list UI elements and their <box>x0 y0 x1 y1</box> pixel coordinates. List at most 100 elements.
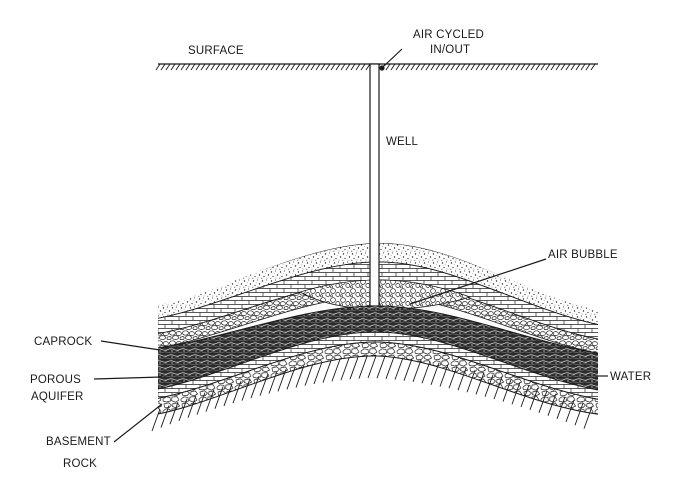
surface-hatch-mark <box>225 63 231 71</box>
surface-hatch-mark <box>430 63 436 71</box>
basement-hatch-mark <box>403 358 413 381</box>
basement-hatch-mark <box>376 356 386 379</box>
surface-hatch-mark <box>195 63 201 71</box>
basement-hatch-mark <box>304 363 314 386</box>
basement-hatch-mark <box>259 373 269 396</box>
surface-hatch-mark <box>465 63 471 71</box>
surface-hatch-mark <box>420 63 426 71</box>
surface-hatch-mark <box>415 63 421 71</box>
surface-hatch-mark <box>330 63 336 71</box>
surface-hatch-mark <box>470 63 476 71</box>
basement-hatch-mark <box>331 359 341 382</box>
surface-hatch-mark <box>320 63 326 71</box>
basement-hatch-mark <box>340 357 350 381</box>
air-cycled-leader <box>383 48 403 67</box>
surface-hatch-mark <box>495 63 501 71</box>
surface-hatch-mark <box>410 63 416 71</box>
surface-hatch-mark <box>335 63 341 71</box>
basement-hatch-mark <box>358 356 368 379</box>
basement-hatch-mark <box>457 368 467 391</box>
basement-hatch-mark <box>448 366 458 389</box>
surface-hatch-mark <box>395 63 401 71</box>
surface-hatch-mark <box>345 63 351 71</box>
well-bore <box>369 63 385 307</box>
basement-hatch-mark <box>439 364 449 387</box>
surface-hatch-mark <box>175 63 181 71</box>
surface-hatch-mark <box>550 63 556 71</box>
basement-hatch-mark <box>151 408 161 432</box>
surface-hatch-mark <box>515 63 521 71</box>
basement-hatch-mark <box>223 383 233 407</box>
basement-hatch-mark <box>556 396 566 419</box>
air-bubble-label: AIR BUBBLE <box>548 249 618 261</box>
surface-hatch-mark <box>590 63 596 71</box>
basement-hatch-mark <box>466 370 476 393</box>
basement-hatch-mark <box>169 402 179 425</box>
basement-hatch-mark <box>493 376 503 400</box>
surface-hatch-mark <box>310 63 316 71</box>
basement-hatch-mark <box>196 392 206 415</box>
basement-hatch-mark <box>241 378 251 401</box>
surface-hatch-mark <box>260 63 266 71</box>
porous-aquifer-leader <box>93 376 163 380</box>
surface-hatch-mark <box>165 63 171 71</box>
surface-hatch-mark <box>350 63 356 71</box>
air-cycled-label: AIR CYCLED <box>413 29 484 41</box>
surface-hatch-mark <box>355 63 361 71</box>
surface-hatch-mark <box>445 63 451 71</box>
surface-hatch-mark <box>440 63 446 71</box>
porous-label: POROUS <box>30 374 81 386</box>
surface-hatching <box>155 63 596 71</box>
basement-hatch-mark <box>484 374 494 397</box>
basement-hatch-mark <box>349 357 359 380</box>
basement-hatch-mark <box>367 355 377 379</box>
surface-hatch-mark <box>340 63 346 71</box>
surface-hatch-mark <box>270 63 276 71</box>
surface-hatch-mark <box>240 63 246 71</box>
basement-hatch-mark <box>520 384 530 408</box>
surface-hatch-mark <box>300 63 306 71</box>
surface-hatch-mark <box>285 63 291 71</box>
basement-hatch-mark <box>538 390 548 413</box>
basement-hatch-mark <box>565 399 575 423</box>
surface-hatch-mark <box>560 63 566 71</box>
surface-hatch-mark <box>510 63 516 71</box>
surface-hatch-mark <box>555 63 561 71</box>
surface-hatch-mark <box>265 63 271 71</box>
basement-hatch-mark <box>547 393 557 416</box>
surface-hatch-mark <box>155 63 161 71</box>
surface-hatch-mark <box>475 63 481 71</box>
aquifer-label: AQUIFER <box>31 391 84 403</box>
basement-hatch-mark <box>313 361 323 385</box>
basement-hatch-mark <box>421 361 431 384</box>
surface-hatch-mark <box>200 63 206 71</box>
surface-hatch-mark <box>220 63 226 71</box>
basement-hatch-mark <box>187 395 197 418</box>
surface-hatch-mark <box>540 63 546 71</box>
surface-hatch-mark <box>170 63 176 71</box>
surface-hatch-mark <box>235 63 241 71</box>
basement-label: BASEMENT <box>46 436 111 448</box>
surface-hatch-mark <box>450 63 456 71</box>
surface-hatch-mark <box>575 63 581 71</box>
basement-hatch-mark <box>394 357 404 380</box>
surface-hatch-mark <box>365 63 371 71</box>
surface-hatch-mark <box>280 63 286 71</box>
surface-hatch-mark <box>295 63 301 71</box>
basement-hatch-mark <box>232 381 242 404</box>
surface-hatch-mark <box>545 63 551 71</box>
caprock-leader <box>100 340 161 351</box>
basement-hatch-mark <box>475 372 485 395</box>
surface-hatch-mark <box>185 63 191 71</box>
basement-hatch-mark <box>268 371 278 394</box>
basement-hatch-mark <box>583 406 593 429</box>
basement-hatch-mark <box>385 356 395 379</box>
well-label: WELL <box>386 136 419 148</box>
basement-rock-layer <box>158 341 598 418</box>
surface-hatch-mark <box>305 63 311 71</box>
surface-hatch-mark <box>500 63 506 71</box>
basement-hatch-mark <box>412 359 422 383</box>
surface-hatch-mark <box>400 63 406 71</box>
surface-hatch-mark <box>455 63 461 71</box>
basement-hatch-mark <box>511 382 521 405</box>
